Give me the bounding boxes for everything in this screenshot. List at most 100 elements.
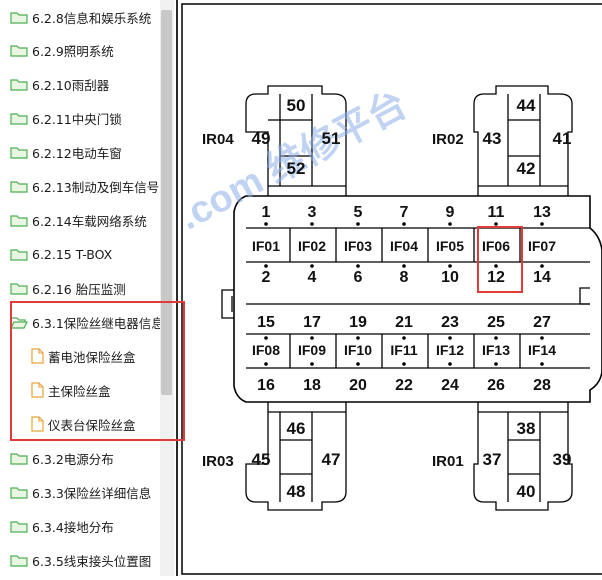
pin-label: 52 bbox=[287, 159, 306, 178]
terminal-label: 14 bbox=[533, 269, 551, 286]
pin-label: 45 bbox=[252, 450, 271, 469]
tree-item[interactable]: 蓄电池保险丝盒 bbox=[0, 339, 190, 373]
tree-item-label: 6.3.2电源分布 bbox=[32, 451, 114, 467]
tree-item-label: 主保险丝盒 bbox=[48, 383, 111, 399]
tree-item[interactable]: 6.2.11中央门锁 bbox=[0, 101, 170, 135]
tree-item[interactable]: 6.2.10雨刮器 bbox=[0, 67, 170, 101]
tree-item[interactable]: 6.2.16 胎压监测 bbox=[0, 271, 170, 305]
fuse-label: IF07 bbox=[528, 238, 556, 254]
terminal-label: 18 bbox=[303, 377, 321, 394]
panel-divider[interactable] bbox=[176, 0, 178, 576]
tree-item-label: 仪表台保险丝盒 bbox=[48, 417, 136, 433]
tree-item-label: 6.2.10雨刮器 bbox=[32, 77, 110, 93]
tree-item[interactable]: 6.2.12电动车窗 bbox=[0, 135, 170, 169]
terminal-label: 9 bbox=[446, 204, 455, 221]
tree-item[interactable]: 仪表台保险丝盒 bbox=[0, 407, 190, 441]
pin-label: 49 bbox=[252, 129, 271, 148]
fuse-label: IF05 bbox=[436, 238, 464, 254]
terminal-label: 28 bbox=[533, 377, 551, 394]
terminal-label: 5 bbox=[354, 204, 363, 221]
tree-item[interactable]: 6.3.2电源分布 bbox=[0, 441, 170, 475]
terminal-label: 22 bbox=[395, 377, 413, 394]
connector-label: IR01 bbox=[432, 453, 464, 470]
tree-item[interactable]: 主保险丝盒 bbox=[0, 373, 190, 407]
tree-item-label: 6.2.16 胎压监测 bbox=[32, 281, 126, 297]
connector-label: IR02 bbox=[432, 131, 464, 148]
fuse-label: IF02 bbox=[298, 238, 326, 254]
document-icon bbox=[30, 416, 44, 432]
terminal-label: 16 bbox=[257, 377, 275, 394]
fuse-label: IF03 bbox=[344, 238, 372, 254]
pin-label: 44 bbox=[517, 96, 536, 115]
fuse-label: IF01 bbox=[252, 238, 280, 254]
terminal-label: 25 bbox=[487, 314, 505, 331]
tree-item-label: 6.2.14车载网络系统 bbox=[32, 213, 147, 229]
tree-item[interactable]: 6.2.9照明系统 bbox=[0, 33, 170, 67]
tree-item-label: 6.2.15 T-BOX bbox=[32, 246, 113, 262]
folder-icon bbox=[10, 451, 28, 465]
pin-label: 50 bbox=[287, 96, 306, 115]
folder-icon bbox=[10, 213, 28, 227]
connector-label: IR03 bbox=[202, 453, 234, 470]
terminal-label: 23 bbox=[441, 314, 459, 331]
pin-label: 38 bbox=[517, 419, 536, 438]
terminal-label: 19 bbox=[349, 314, 367, 331]
fuse-highlight-box bbox=[477, 226, 523, 293]
tree-item-label: 6.2.11中央门锁 bbox=[32, 111, 122, 127]
tree-item-label: 6.3.3保险丝详细信息 bbox=[32, 485, 152, 501]
terminal-label: 17 bbox=[303, 314, 321, 331]
document-icon bbox=[30, 382, 44, 398]
terminal-label: 2 bbox=[262, 269, 271, 286]
tree-item-label: 6.2.12电动车窗 bbox=[32, 145, 122, 161]
terminal-label: 3 bbox=[308, 204, 317, 221]
tree-item[interactable]: 6.2.13制动及倒车信号 bbox=[0, 169, 170, 203]
fuse-label: IF04 bbox=[390, 238, 418, 254]
terminal-label: 6 bbox=[354, 269, 363, 286]
tree-item-label: 6.2.8信息和娱乐系统 bbox=[32, 10, 152, 26]
terminal-label: 24 bbox=[441, 377, 459, 394]
folder-icon bbox=[10, 281, 28, 295]
folder-icon bbox=[10, 43, 28, 57]
tree-item[interactable]: 6.2.8信息和娱乐系统 bbox=[0, 0, 170, 34]
terminal-label: 11 bbox=[488, 204, 505, 221]
pin-label: 51 bbox=[322, 129, 341, 148]
terminal-label: 8 bbox=[400, 269, 409, 286]
sidebar-highlight-box bbox=[10, 301, 185, 441]
terminal-label: 7 bbox=[400, 204, 409, 221]
fuse-label: IF11 bbox=[390, 342, 417, 358]
tree-item-label: 6.3.5线束接头位置图 bbox=[32, 553, 152, 569]
folder-icon bbox=[10, 519, 28, 533]
scrollbar-thumb[interactable] bbox=[161, 10, 172, 395]
terminal-label: 13 bbox=[533, 204, 551, 221]
pin-label: 48 bbox=[287, 482, 306, 501]
terminal-label: 21 bbox=[395, 314, 413, 331]
tree-item[interactable]: 6.2.14车载网络系统 bbox=[0, 203, 170, 237]
pin-label: 41 bbox=[553, 129, 572, 148]
tree-item-label: 蓄电池保险丝盒 bbox=[48, 349, 136, 365]
tree-item[interactable]: 6.3.4接地分布 bbox=[0, 509, 170, 543]
folder-icon bbox=[10, 10, 28, 24]
terminal-label: 27 bbox=[533, 314, 551, 331]
folder-icon bbox=[10, 485, 28, 499]
pin-label: 46 bbox=[287, 419, 306, 438]
folder-icon bbox=[10, 145, 28, 159]
tree-item[interactable]: 6.2.15 T-BOX bbox=[0, 237, 170, 271]
tree-item-label: 6.3.4接地分布 bbox=[32, 519, 114, 535]
pin-label: 43 bbox=[483, 129, 502, 148]
tree-item-label: 6.2.13制动及倒车信号 bbox=[32, 179, 160, 195]
terminal-label: 1 bbox=[262, 204, 271, 221]
fuse-label: IF13 bbox=[482, 342, 510, 358]
folder-icon bbox=[10, 179, 28, 193]
pin-label: 47 bbox=[322, 450, 341, 469]
pin-label: 42 bbox=[517, 159, 536, 178]
pin-label: 39 bbox=[553, 450, 572, 469]
terminal-label: 10 bbox=[441, 269, 459, 286]
pin-label: 40 bbox=[517, 482, 536, 501]
terminal-label: 12 bbox=[487, 269, 505, 286]
folder-icon bbox=[10, 553, 28, 567]
tree-item[interactable]: 6.3.5线束接头位置图 bbox=[0, 543, 170, 577]
tree-item[interactable]: 6.3.3保险丝详细信息 bbox=[0, 475, 170, 509]
